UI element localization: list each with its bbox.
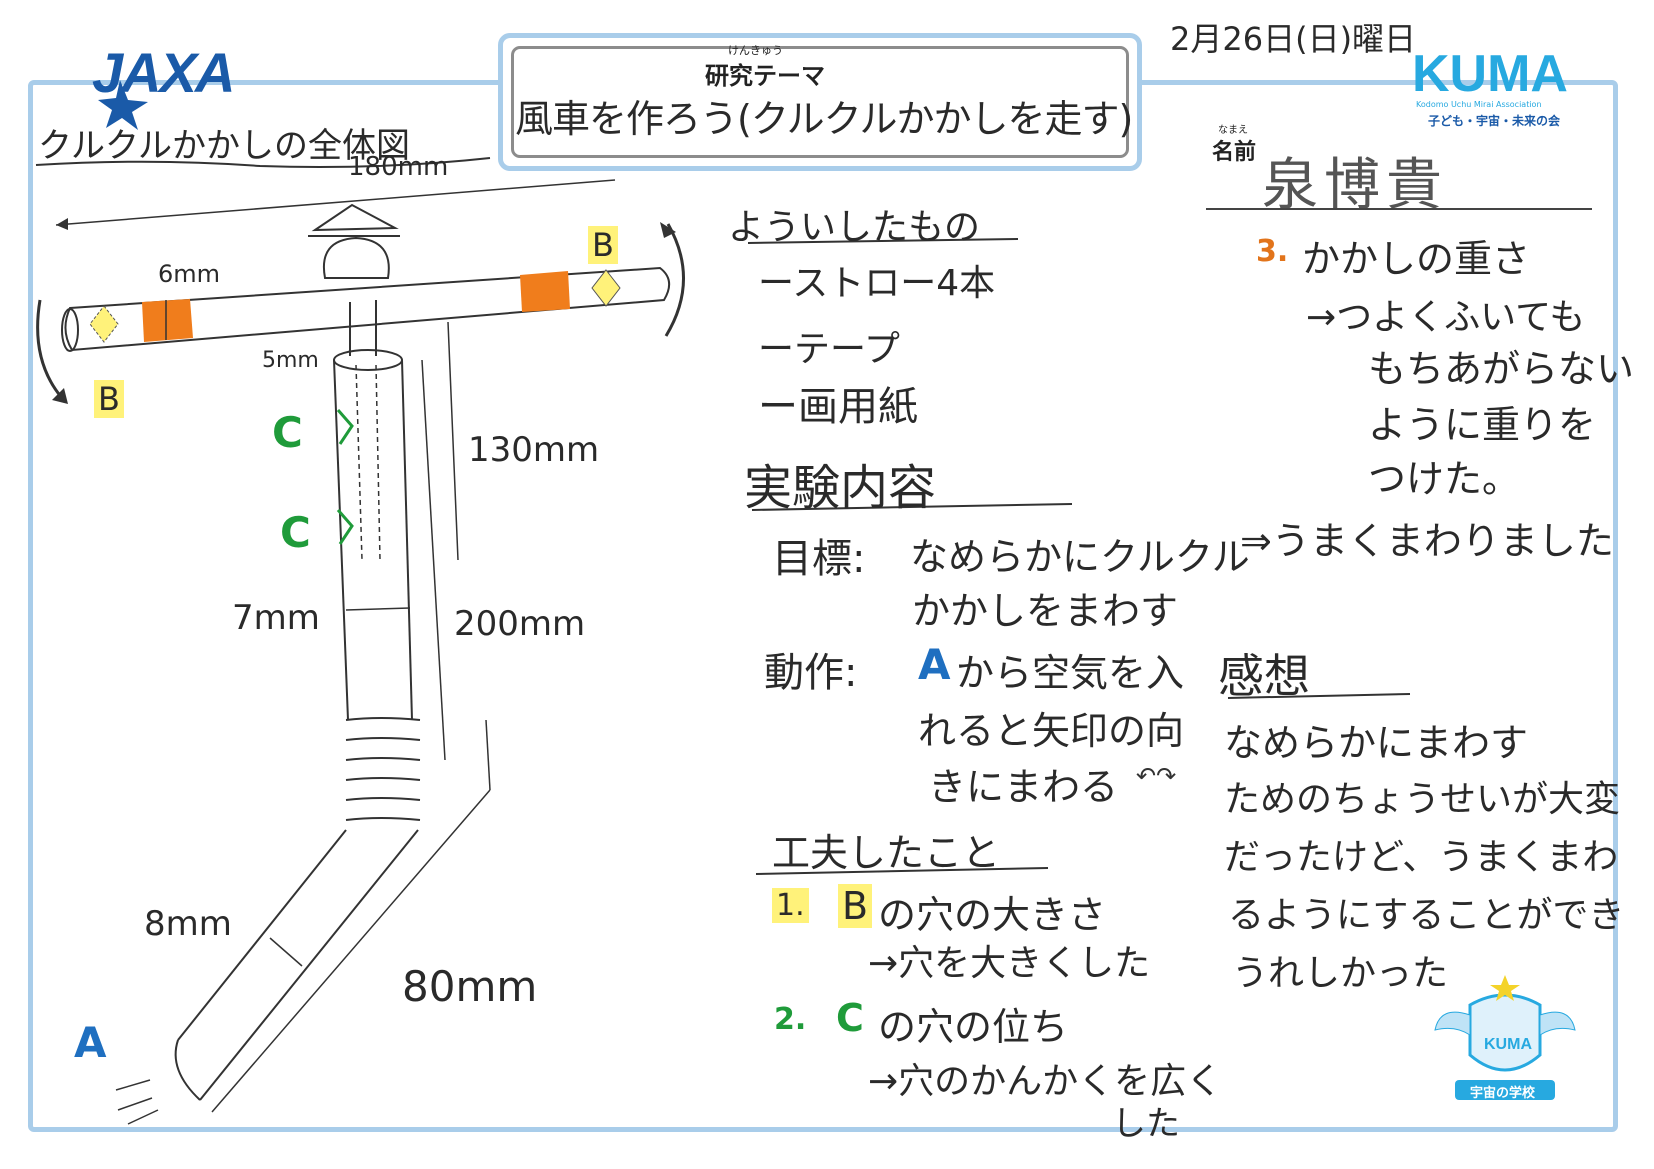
- rotation-arrow-icon: ↶↷: [1136, 762, 1177, 790]
- goal-result: ⇒うまくまわりました: [1240, 519, 1614, 563]
- label-8mm: 8mm: [144, 904, 232, 944]
- idea-3-sub-4: つけた。: [1368, 457, 1521, 501]
- prepared-item-3: ー画用紙: [758, 384, 918, 430]
- theme-furigana: けんきゅう: [728, 44, 783, 57]
- kuma-sub-en: Kodomo Uchu Mirai Association: [1416, 100, 1542, 109]
- theme-text: 風車を作ろう(クルクルかかしを走す): [515, 97, 1133, 141]
- mark-b-left: B: [94, 380, 124, 418]
- name-underline: [1206, 208, 1592, 210]
- prepared-item-2: ーテープ: [758, 329, 900, 370]
- idea-3-text: かかしの重さ: [1302, 237, 1531, 281]
- impression-line-3: だったけど、うまくまわ: [1224, 837, 1619, 878]
- mark-c-lower: C: [280, 508, 311, 557]
- mark-a: A: [74, 1018, 107, 1067]
- idea-2-text: の穴の位ち: [878, 1005, 1069, 1049]
- jaxa-star-icon: [92, 40, 172, 130]
- school-badge: [1430, 975, 1580, 1105]
- goal-text-1: なめらかにクルクル: [910, 535, 1250, 579]
- badge-label: 宇宙の学校: [1470, 1086, 1536, 1101]
- label-5mm: 5mm: [262, 348, 319, 373]
- diagram-title: クルクルかかしの全体図: [38, 126, 410, 166]
- idea-1-text: の穴の大きさ: [878, 893, 1107, 937]
- label-200mm: 200mm: [454, 604, 586, 644]
- jaxa-logo: JAXA: [92, 41, 235, 104]
- label-80mm: 80mm: [402, 962, 538, 1011]
- name-furigana: なまえ: [1218, 125, 1248, 136]
- action-text-3: きにまわる: [928, 765, 1119, 809]
- idea-1-sub: →穴を大きくした: [868, 943, 1151, 984]
- name-label: 名前: [1212, 140, 1257, 165]
- theme-box: [498, 33, 1142, 171]
- idea-3-sub-3: ように重りを: [1368, 403, 1597, 447]
- impression-title: 感想: [1218, 649, 1310, 703]
- ideas-title: 工夫したこと: [772, 831, 1001, 875]
- goal-text-2: かかしをまわす: [912, 589, 1179, 633]
- goal-label: 目標:: [772, 536, 866, 582]
- badge-logo: KUMA: [1484, 1036, 1532, 1053]
- prepared-item-1: ーストロー4本: [758, 263, 996, 304]
- action-mark-a: A: [918, 640, 951, 689]
- impression-line-1: なめらかにまわす: [1224, 721, 1529, 765]
- label-7mm: 7mm: [232, 598, 320, 638]
- idea-1-mark: B: [838, 884, 873, 928]
- idea-2-num: 2.: [774, 1002, 807, 1037]
- action-text-2: れると矢印の向: [918, 709, 1185, 753]
- kuma-sub-jp: 子ども・宇宙・未来の会: [1428, 114, 1561, 128]
- action-text-1: から空気を入: [956, 651, 1185, 695]
- idea-1-num: 1.: [772, 888, 809, 923]
- date-text: 2月26日(日)曜日: [1170, 20, 1417, 58]
- action-label: 動作:: [764, 650, 858, 696]
- kuma-logo: KUMA: [1412, 45, 1568, 103]
- idea-3-sub-1: →つよくふいても: [1306, 297, 1586, 338]
- idea-3-num: 3.: [1256, 234, 1289, 269]
- idea-3-sub-2: もちあがらない: [1368, 347, 1635, 391]
- idea-2-sub-1: →穴のかんかくを広く: [868, 1061, 1223, 1102]
- prepared-title: よういしたもの: [728, 207, 981, 248]
- idea-2-sub-2: した: [1112, 1104, 1180, 1144]
- name-value: 泉博貴: [1262, 153, 1448, 218]
- label-6mm: 6mm: [158, 260, 221, 288]
- mark-c-upper: C: [272, 408, 303, 457]
- idea-2-mark: C: [836, 996, 864, 1040]
- label-180mm: 180mm: [348, 152, 449, 182]
- impression-line-2: ためのちょうせいが大変: [1224, 779, 1621, 820]
- impression-line-4: るようにすることができ: [1228, 895, 1625, 936]
- experiment-title: 実験内容: [744, 460, 937, 516]
- label-130mm: 130mm: [468, 430, 600, 470]
- impression-line-5: うれしかった: [1232, 953, 1449, 994]
- theme-label: 研究テーマ: [705, 62, 825, 90]
- mark-b-right: B: [588, 226, 618, 264]
